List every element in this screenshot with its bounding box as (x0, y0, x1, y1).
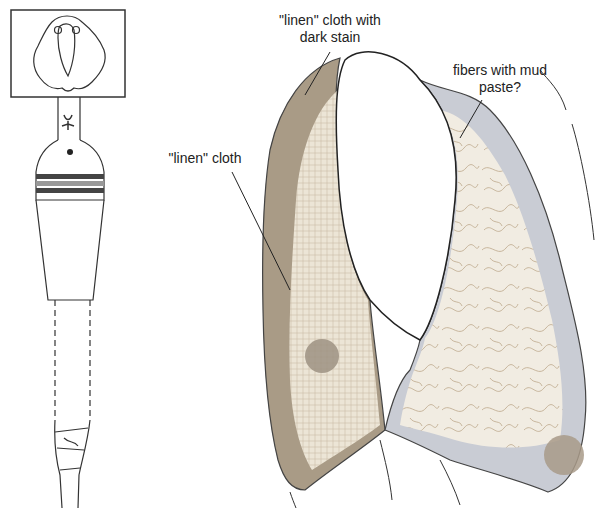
stain (305, 339, 339, 373)
callout-label: "linen" cloth (140, 150, 270, 167)
cavity (336, 52, 456, 340)
callout-label: "linen" cloth with dark stain (276, 12, 384, 46)
figure-outline (11, 10, 125, 508)
callout-label: fibers with mud paste? (448, 62, 552, 96)
stain (544, 435, 584, 475)
detail-view (263, 52, 594, 508)
leader-lines (232, 52, 482, 290)
